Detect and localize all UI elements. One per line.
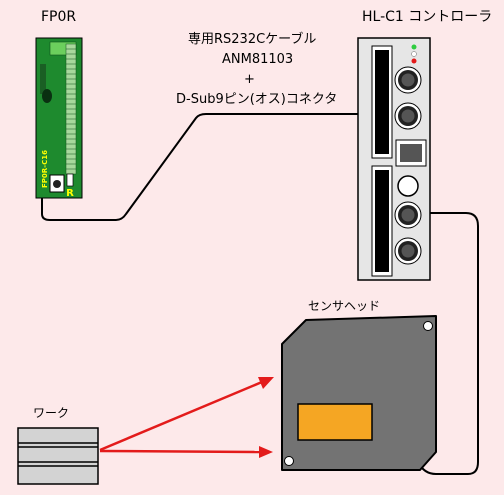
sensor-window	[297, 403, 373, 441]
mount-hole-top	[423, 321, 433, 331]
connector-3	[394, 201, 422, 229]
laser-beam	[99, 377, 274, 458]
reflected-beam	[99, 449, 261, 454]
sensor-head	[281, 315, 437, 471]
reflected-beam-arrowhead	[259, 446, 273, 458]
led-red	[411, 58, 417, 64]
sensor-cable	[417, 212, 479, 475]
incident-beam	[99, 380, 263, 452]
controller-label: HL-C1 コントローラ	[362, 9, 493, 25]
mount-hole-bottom	[284, 456, 294, 466]
connector-4	[394, 237, 422, 265]
led-white	[411, 51, 417, 57]
incident-beam-arrowhead	[258, 377, 274, 389]
plc-terminal-strip	[65, 43, 77, 175]
workpiece	[17, 427, 99, 485]
plc-status-led	[42, 89, 52, 103]
cable-plus-sign: +	[244, 72, 255, 87]
connector-label: D-Sub9ピン(オス)コネクタ	[176, 92, 338, 107]
plc-side-letter: R	[66, 188, 74, 199]
plc-model-text: FP0R-C16	[41, 150, 49, 188]
led-green	[411, 44, 417, 50]
connector-1	[394, 66, 422, 94]
sensor-head-label: センサヘッド	[308, 299, 381, 313]
cable-part-number: ANM81103	[222, 52, 294, 67]
plc-label: FP0R	[41, 9, 77, 25]
selector-knob	[397, 175, 419, 197]
rs232c-cable	[41, 113, 404, 221]
display-window	[395, 139, 427, 167]
workpiece-label: ワーク	[33, 406, 70, 420]
cable-name-label: 専用RS232Cケーブル	[188, 32, 317, 47]
connector-2	[394, 102, 422, 130]
fp0r-plc: FP0R-C16 R	[35, 37, 83, 199]
hl-c1-controller	[357, 37, 431, 281]
